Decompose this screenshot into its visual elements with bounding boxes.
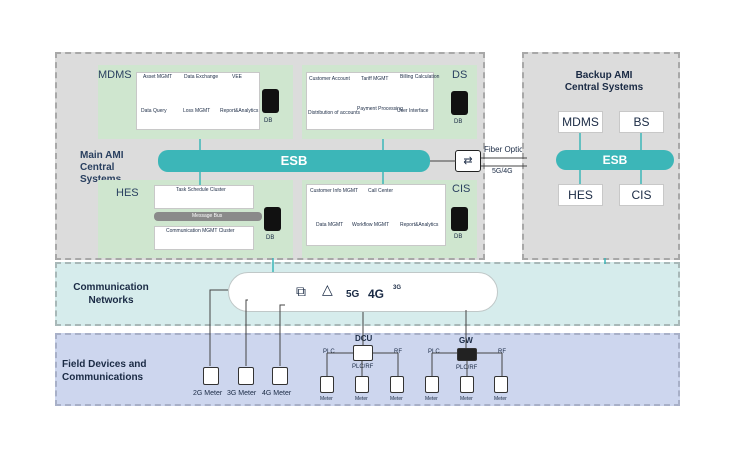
mdms-module-vee: VEE bbox=[232, 74, 243, 80]
mdms-module-asset: Asset MGMT bbox=[143, 74, 173, 80]
cis-db-icon bbox=[451, 207, 468, 231]
mdms-module-query: Data Query bbox=[141, 108, 167, 114]
5g-label: 5G bbox=[346, 289, 360, 300]
dcu-meter-2-label: Meter bbox=[355, 396, 368, 402]
gw-meter-1-label: Meter bbox=[425, 396, 438, 402]
cis-module-report: Report&Analytics bbox=[400, 222, 439, 228]
backup-box-cis: CIS bbox=[619, 184, 664, 206]
meter-4g-label: 4G Meter bbox=[262, 390, 292, 397]
backup-esb-bar: ESB bbox=[556, 150, 674, 170]
backup-box-bs: BS bbox=[619, 111, 664, 133]
dcu-meter-1-label: Meter bbox=[320, 396, 333, 402]
field-devices-title: Field Devices and Communications bbox=[62, 359, 147, 383]
meter-4g-icon bbox=[272, 367, 288, 385]
tower-icon: △ bbox=[322, 281, 333, 297]
backup-title: Backup AMI Central Systems bbox=[564, 70, 644, 93]
comm-networks-panel bbox=[55, 262, 680, 326]
ds-module-account: Customer Account bbox=[309, 76, 350, 82]
gw-meter-1-icon bbox=[425, 376, 439, 393]
ds-db-label: DB bbox=[454, 119, 463, 125]
cis-module-workflow: Workflow MGMT bbox=[352, 222, 390, 228]
mdms-module-exchange: Data Exchange bbox=[184, 74, 219, 80]
dcu-meter-3-label: Meter bbox=[390, 396, 403, 402]
cis-module-info: Customer Info MGMT bbox=[310, 188, 359, 194]
gw-meter-3-icon bbox=[494, 376, 508, 393]
ds-module-tariff: Tariff MGMT bbox=[361, 76, 389, 82]
dcu-meter-2-icon bbox=[355, 376, 369, 393]
backup-box-hes: HES bbox=[558, 184, 603, 206]
dcu-meter-1-icon bbox=[320, 376, 334, 393]
main-ami-label: Main AMI Central Systems bbox=[80, 150, 124, 185]
cis-title: CIS bbox=[452, 183, 471, 195]
ds-module-payment: Payment Processing bbox=[357, 106, 403, 112]
hes-message-bus bbox=[154, 212, 262, 221]
ds-module-grid bbox=[306, 72, 434, 130]
dcu-rf-label: RF bbox=[394, 349, 402, 355]
cis-module-grid bbox=[306, 184, 446, 246]
mdms-module-report: Report&Analytics bbox=[220, 108, 259, 114]
mdms-db-icon bbox=[262, 89, 279, 113]
mdms-db-label: DB bbox=[264, 118, 273, 124]
cis-module-data: Data MGMT bbox=[316, 222, 344, 228]
dcu-plcrf-label: PLC/RF bbox=[352, 364, 374, 370]
hes-db-icon bbox=[264, 207, 281, 231]
network-cloud bbox=[228, 272, 498, 312]
ds-module-distribution: Distribution of accounts bbox=[308, 110, 360, 116]
cis-db-label: DB bbox=[454, 234, 463, 240]
3g-label: 3G bbox=[393, 285, 402, 291]
gw-icon bbox=[457, 348, 477, 361]
gw-meter-3-label: Meter bbox=[494, 396, 507, 402]
gw-meter-2-label: Meter bbox=[460, 396, 473, 402]
main-esb-bar: ESB bbox=[158, 150, 430, 172]
hes-message-bus-label: Message Bus bbox=[192, 213, 223, 219]
4g-label: 4G bbox=[368, 287, 385, 301]
main-switch-icon: ⇄ bbox=[455, 150, 481, 172]
gw-plc-label: PLC bbox=[428, 349, 440, 355]
mdms-module-grid bbox=[136, 72, 260, 130]
ds-module-billing: Billing Calculation bbox=[400, 74, 440, 80]
dcu-meter-3-icon bbox=[390, 376, 404, 393]
cis-module-callcenter: Call Center bbox=[368, 188, 394, 194]
meter-2g-icon bbox=[203, 367, 219, 385]
comm-networks-title: Communication Networks bbox=[73, 282, 149, 306]
dcu-plc-label: PLC bbox=[323, 349, 335, 355]
hes-task-cluster-label: Task Schedule Cluster bbox=[176, 187, 226, 193]
cellular-label: 5G/4G bbox=[492, 168, 513, 175]
hes-title: HES bbox=[116, 187, 139, 199]
backup-box-mdms: MDMS bbox=[558, 111, 603, 133]
mdms-module-loss: Loss MGMT bbox=[183, 108, 211, 114]
hes-task-cluster bbox=[154, 185, 254, 209]
hes-db-label: DB bbox=[266, 235, 275, 241]
hes-comm-cluster bbox=[154, 226, 254, 250]
gw-meter-2-icon bbox=[460, 376, 474, 393]
dcu-label: DCU bbox=[355, 334, 373, 343]
meter-3g-label: 3G Meter bbox=[227, 390, 257, 397]
mdms-title: MDMS bbox=[98, 69, 132, 81]
ds-title: DS bbox=[452, 69, 468, 81]
network-topology-icon: ⧉ bbox=[296, 283, 306, 299]
meter-3g-icon bbox=[238, 367, 254, 385]
gw-rf-label: RF bbox=[498, 349, 506, 355]
hes-comm-cluster-label: Communication MGMT Cluster bbox=[166, 228, 235, 234]
ds-module-ui: User Interface bbox=[397, 108, 429, 114]
dcu-icon bbox=[353, 345, 373, 361]
ds-db-icon bbox=[451, 91, 468, 115]
fiber-optic-label: Fiber Optic bbox=[484, 145, 524, 154]
meter-2g-label: 2G Meter bbox=[193, 390, 223, 397]
